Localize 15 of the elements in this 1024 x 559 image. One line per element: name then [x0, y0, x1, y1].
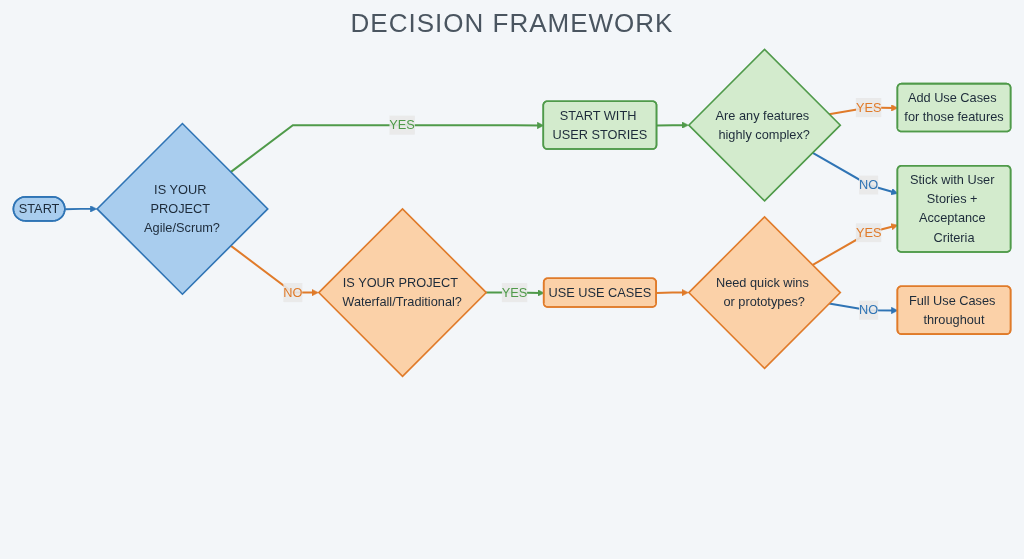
- edge-label: NO: [283, 285, 303, 299]
- edge-label: YES: [855, 100, 882, 114]
- edge-label: YES: [389, 117, 415, 132]
- arrow: [64, 205, 97, 213]
- node-diamond: Need quick wins or prototypes?: [687, 215, 842, 370]
- edge-label: YES: [501, 285, 528, 299]
- node-diamond: IS YOUR PROJECT Waterfall/Traditional?: [317, 207, 488, 378]
- edge-label: YES: [855, 225, 882, 240]
- arrow: [229, 121, 544, 174]
- edge-label: NO: [859, 177, 879, 192]
- diagram-title: DECISION FRAMEWORK: [349, 8, 675, 39]
- arrow: [229, 244, 319, 297]
- node-diamond: IS YOUR PROJECT Agile/Scrum?: [95, 122, 269, 296]
- node-diamond: Are any features highly complex?: [687, 48, 842, 203]
- edge-label: NO: [859, 302, 879, 317]
